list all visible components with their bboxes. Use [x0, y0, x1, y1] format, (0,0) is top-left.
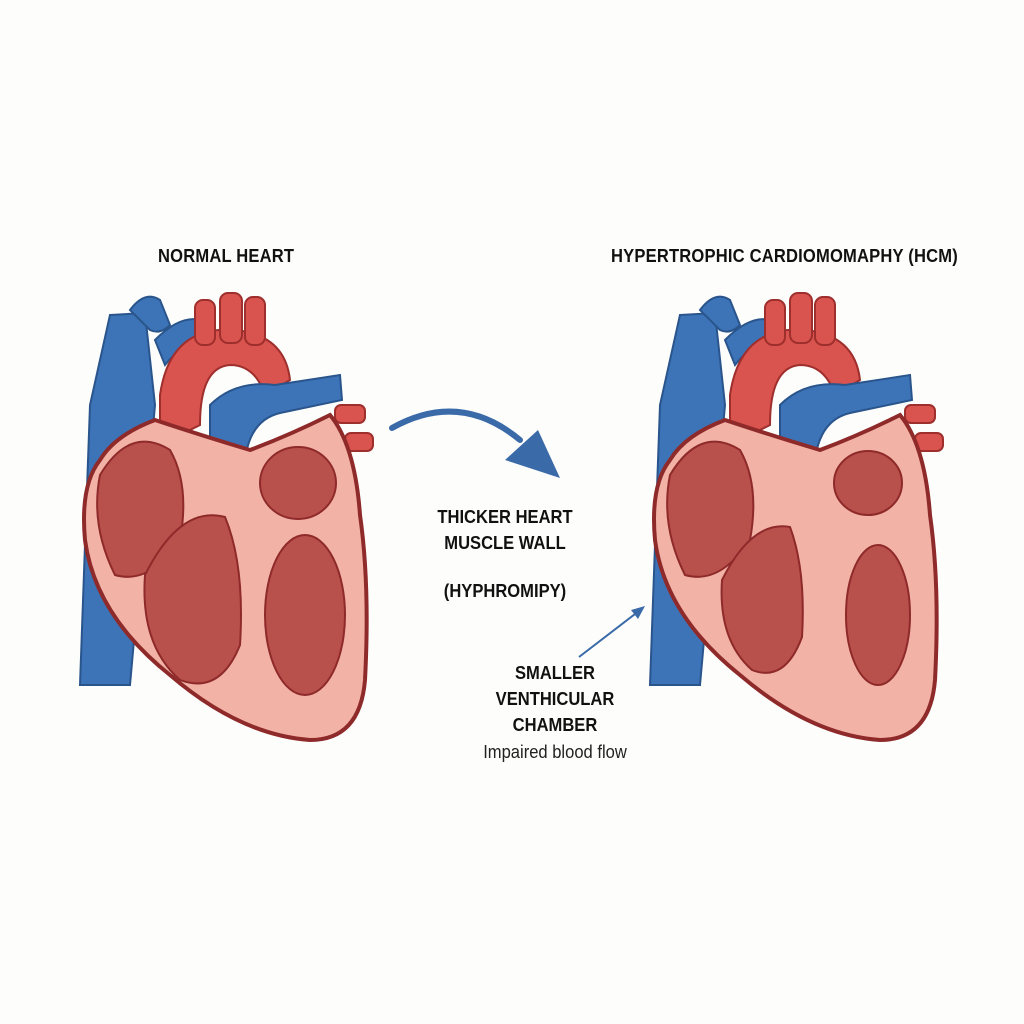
aorta-branch	[814, 296, 836, 346]
smaller-line-2: VENTHICULAR	[495, 689, 615, 709]
normal-heart-illustration	[78, 292, 374, 743]
left-atrium	[833, 450, 903, 516]
right-ventricle	[143, 514, 242, 685]
left-atrium	[259, 446, 337, 520]
aorta-branch	[219, 292, 243, 344]
hyphromipy-text: (HYPHROMIPY)	[443, 581, 567, 601]
left-ventricle-small	[845, 544, 911, 686]
transition-arrow-icon	[389, 408, 560, 478]
hcm-heart-title: HYPERTROPHIC CARDIOMOMAPHY (HCM)	[611, 246, 958, 266]
aorta-branch	[764, 299, 786, 346]
pointer-arrow-icon	[578, 606, 645, 658]
hcm-heart-illustration	[648, 292, 944, 743]
thicker-line-2: MUSCLE WALL	[444, 533, 566, 553]
smaller-line-1: SMALLER	[514, 663, 596, 683]
aorta-branch	[789, 292, 813, 344]
hyphromipy-note: (HYPHROMIPY)	[427, 578, 583, 604]
left-ventricle	[264, 534, 346, 696]
aorta-branch	[194, 299, 216, 346]
impaired-flow-note: Impaired blood flow	[483, 742, 627, 762]
pulmonary-vein	[904, 404, 936, 424]
aorta-branch	[244, 296, 266, 346]
smaller-line-3: CHAMBER	[512, 715, 598, 735]
smaller-chamber-note: SMALLER VENTHICULAR CHAMBER	[477, 660, 633, 738]
vein-branch	[128, 295, 172, 333]
thicker-line-1: THICKER HEART	[437, 507, 573, 527]
normal-heart-title: NORMAL HEART	[158, 246, 295, 266]
vein-branch	[698, 295, 742, 333]
pulmonary-vein	[334, 404, 366, 424]
thicker-wall-note: THICKER HEART MUSCLE WALL	[427, 504, 583, 556]
right-ventricle	[720, 525, 804, 674]
